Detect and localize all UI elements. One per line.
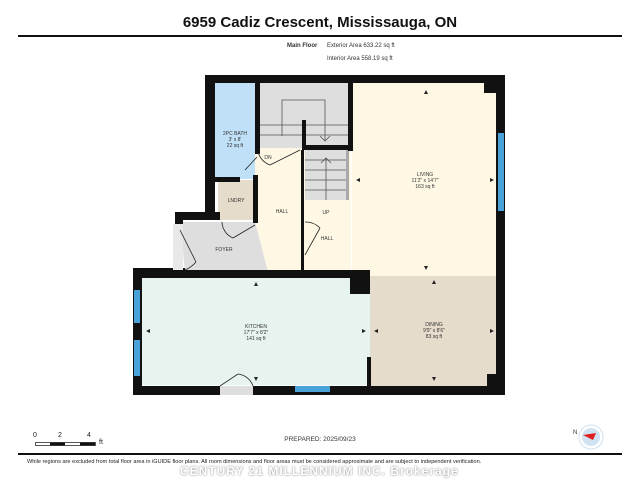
room-foyer	[180, 222, 268, 272]
scale-tick-4: 4	[87, 432, 91, 439]
scale-tick-0: 0	[33, 432, 37, 439]
room-label-2pc-bath: 2PC BATH 3' x 8' 22 sq ft	[223, 131, 247, 149]
room-name: LIVING	[416, 172, 434, 178]
interior-area: Interior Area 558.19 sq ft	[327, 56, 393, 62]
room-area: 141 sq ft	[246, 336, 266, 342]
room-label-hall: HALL	[275, 209, 289, 215]
scale-bar-graphic	[35, 442, 96, 446]
room-label-up: UP	[322, 210, 330, 216]
room-area: 22 sq ft	[226, 143, 244, 149]
room-name: DINING	[425, 322, 443, 328]
compass-icon	[578, 424, 604, 450]
room-laundry	[218, 180, 256, 220]
room-dining	[370, 276, 500, 386]
disclaimer: While regions are excluded from total fl…	[27, 459, 482, 465]
dimension-markers	[146, 90, 494, 381]
room-label-kitchen: KITCHEN 17'7" x 8'2" 141 sq ft	[244, 324, 269, 342]
header-divider	[18, 35, 622, 37]
scale-unit: ft	[99, 439, 103, 446]
foyer-door-gap	[173, 224, 183, 270]
compass-north-label: N	[573, 430, 578, 436]
footer-divider	[18, 453, 622, 455]
exterior-area: Exterior Area 633.22 sq ft	[327, 43, 395, 49]
page-title: 6959 Cadiz Crescent, Mississauga, ON	[182, 14, 458, 31]
room-dims: 3' x 8'	[228, 137, 242, 143]
room-dims: 11'2" x 14'7"	[411, 178, 439, 184]
stairs-dn-label: DN	[264, 155, 272, 161]
room-dims: 9'9" x 8'6"	[423, 328, 445, 334]
scale-tick-2: 2	[58, 432, 62, 439]
windows	[134, 133, 504, 392]
room-label-living: LIVING 11'2" x 14'7" 163 sq ft	[411, 172, 438, 190]
room-name: KITCHEN	[245, 324, 267, 330]
room-name: 2PC BATH	[222, 131, 248, 137]
room-label-foyer: FOYER	[215, 247, 233, 253]
room-label-laundry: LNDRY	[227, 198, 245, 204]
stair-rail	[346, 150, 349, 200]
room-living	[352, 83, 500, 276]
floor-label: Main Floor	[287, 43, 317, 49]
room-label-hall-2: HALL	[320, 236, 334, 242]
room-dims: 17'7" x 8'2"	[243, 330, 269, 336]
door-swings	[179, 149, 321, 387]
brokerage-watermark: CENTURY 21 MILLENNIUM INC. Brokerage	[180, 464, 459, 478]
room-label-dining: DINING 9'9" x 8'6" 83 sq ft	[423, 322, 445, 340]
room-area: 163 sq ft	[415, 184, 435, 190]
room-area: 83 sq ft	[425, 334, 443, 340]
room-2pc-bath	[215, 83, 255, 179]
room-kitchen	[142, 278, 370, 385]
room-hall	[255, 148, 305, 272]
front-door-sill	[220, 386, 253, 395]
floor-name: Main Floor	[287, 43, 318, 49]
prepared-date: PREPARED: 2025/09/23	[284, 436, 356, 443]
